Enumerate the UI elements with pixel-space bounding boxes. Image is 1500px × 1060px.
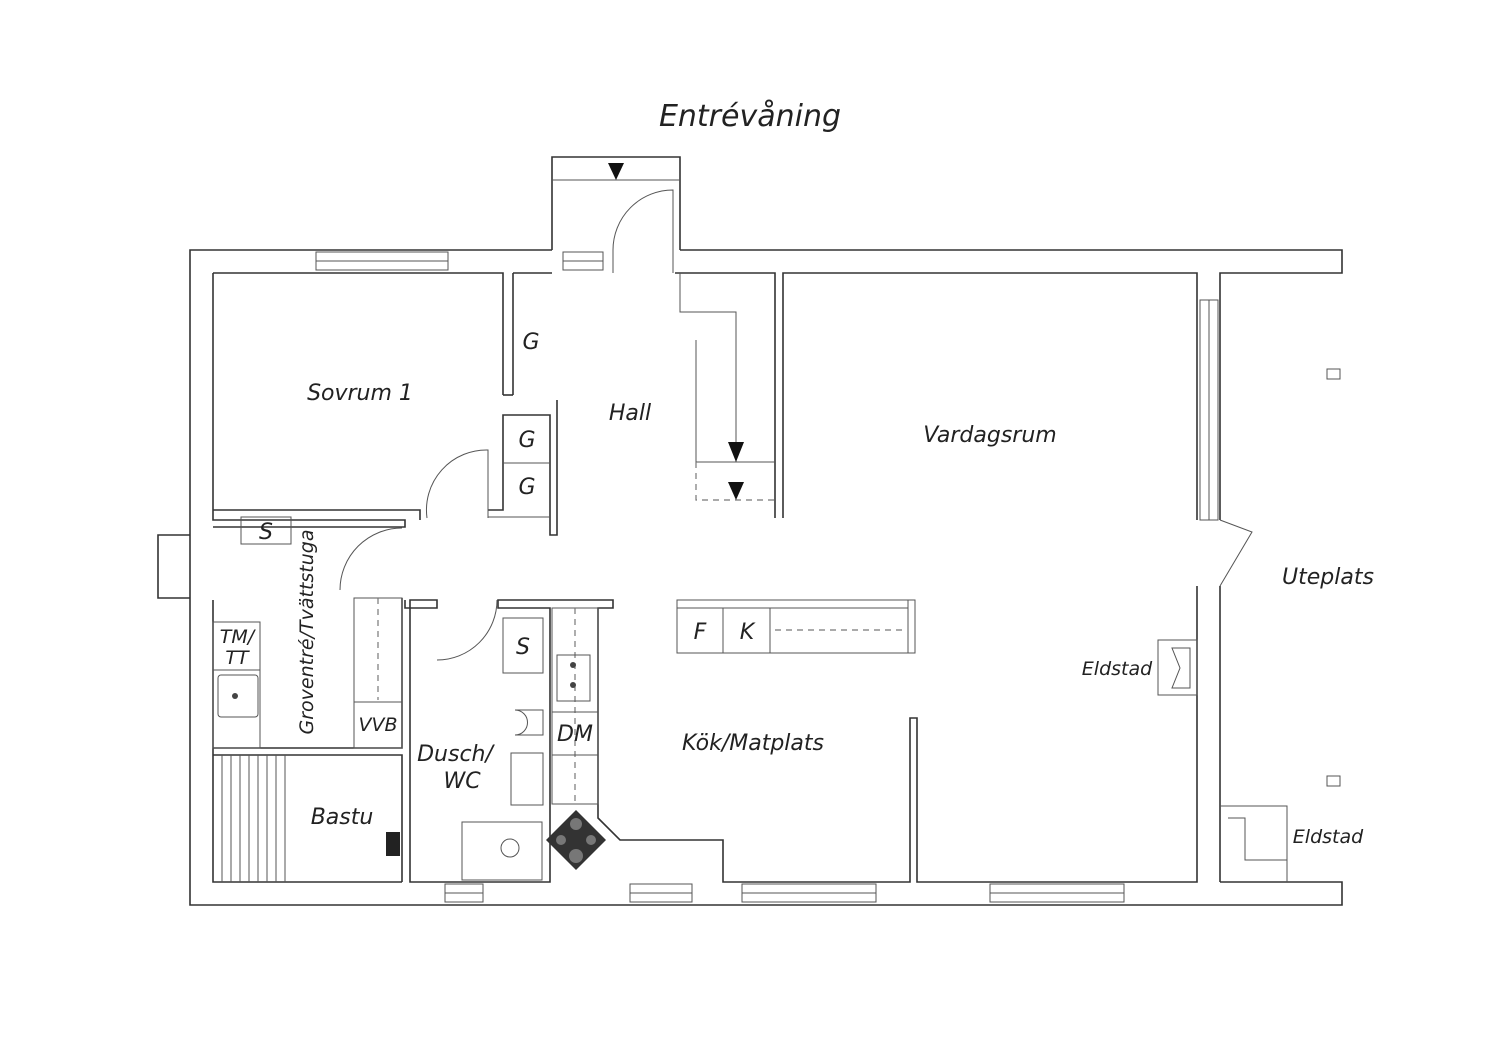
sauna-heater-icon <box>386 832 400 856</box>
room-kok: Kök/Matplats <box>682 731 824 756</box>
storage-label: S <box>259 520 273 545</box>
room-vardagsrum: Vardagsrum <box>923 423 1056 448</box>
washbasin-icon <box>510 752 544 806</box>
room-wc: WC <box>443 769 481 794</box>
storage-label: S <box>516 635 530 660</box>
toilet-icon <box>514 709 544 736</box>
room-labels: Sovrum 1 Hall Vardagsrum Uteplats Groven… <box>296 381 1374 830</box>
fireplace-icon <box>1157 639 1198 696</box>
laundry-sink-icon <box>217 674 259 718</box>
freezer-label: F <box>694 620 707 645</box>
fixture-labels: G G G S S TM/ TT VVB DM F K Eldstad Elds… <box>220 330 1364 848</box>
closet-label: G <box>518 475 535 500</box>
fireplace-label: Eldstad <box>1082 658 1153 680</box>
washer-dryer-label: TT <box>225 647 250 669</box>
closet-label: G <box>518 428 535 453</box>
kitchen-sink-icon <box>556 654 591 702</box>
outdoor-fireplace-label: Eldstad <box>1293 826 1364 848</box>
plan-title: Entrévåning <box>659 99 841 134</box>
room-uteplats: Uteplats <box>1282 565 1374 590</box>
post-icon <box>1326 775 1341 787</box>
shower-icon <box>461 821 543 881</box>
entrance-arrow-icon <box>608 163 624 180</box>
room-groventre: Groventré/Tvättstuga <box>296 530 318 735</box>
water-heater-label: VVB <box>358 714 397 736</box>
room-dusch: Dusch/ <box>417 742 495 767</box>
room-bastu: Bastu <box>311 805 374 830</box>
washer-dryer-label: TM/ <box>220 626 257 648</box>
stove-icon <box>546 810 606 870</box>
closet-label: G <box>522 330 539 355</box>
dishwasher-label: DM <box>557 722 593 747</box>
windows <box>315 251 1219 903</box>
exterior-walls <box>157 156 1343 906</box>
room-hall: Hall <box>609 401 651 426</box>
sauna-benches-icon <box>221 755 286 882</box>
room-sovrum: Sovrum 1 <box>307 381 413 406</box>
fridge-label: K <box>740 620 756 645</box>
outdoor-fireplace-icon <box>1220 805 1288 882</box>
fixtures <box>212 368 1341 882</box>
interior-walls <box>213 273 1253 882</box>
post-icon <box>1326 368 1341 380</box>
